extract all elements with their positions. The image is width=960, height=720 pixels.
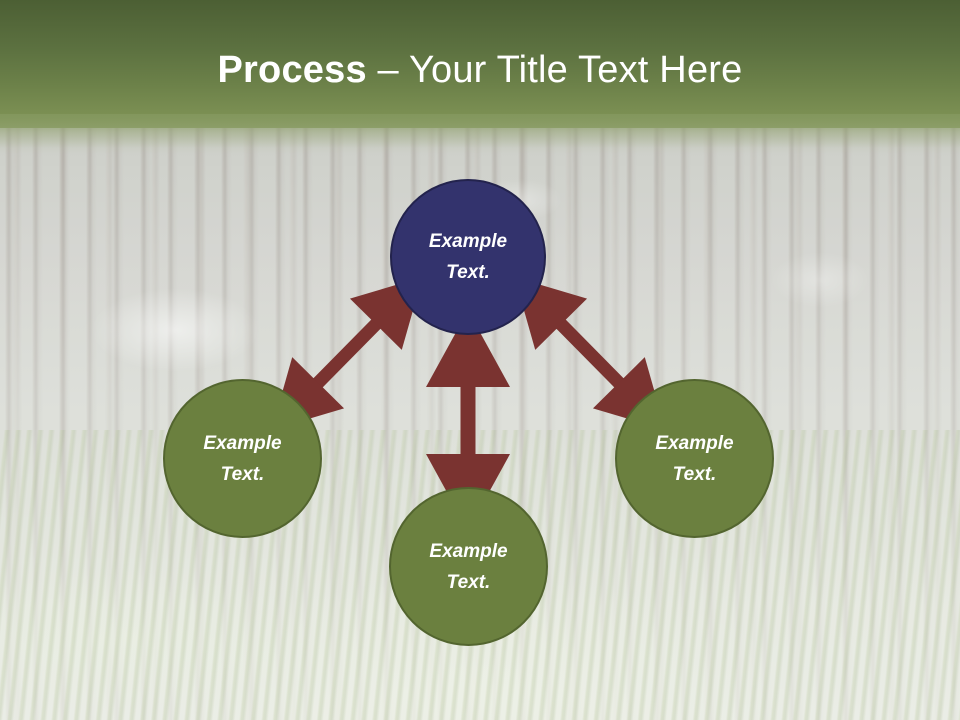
process-node-bottom-line1: Example — [429, 540, 508, 562]
page-title-rest: – Your Title Text Here — [366, 49, 743, 91]
process-node-top-line2: Text. — [446, 262, 490, 283]
connector-top-left[interactable] — [271, 277, 423, 430]
process-node-top[interactable]: Example Text. — [390, 179, 546, 335]
process-node-right-line2: Text. — [672, 463, 717, 485]
connector-top-right[interactable] — [514, 277, 666, 430]
process-node-right[interactable]: Example Text. — [615, 379, 774, 538]
process-node-left-line2: Text. — [220, 463, 265, 485]
process-node-left[interactable]: Example Text. — [163, 379, 322, 538]
process-node-bottom[interactable]: Example Text. — [389, 487, 548, 646]
page-title: Process – Your Title Text Here — [0, 48, 960, 92]
process-node-bottom-line2: Text. — [446, 571, 491, 593]
title-band — [0, 0, 960, 128]
process-node-right-line1: Example — [655, 432, 734, 454]
page-title-emphasis: Process — [217, 49, 367, 91]
process-node-top-line1: Example — [428, 231, 508, 252]
process-node-left-line1: Example — [203, 432, 282, 454]
